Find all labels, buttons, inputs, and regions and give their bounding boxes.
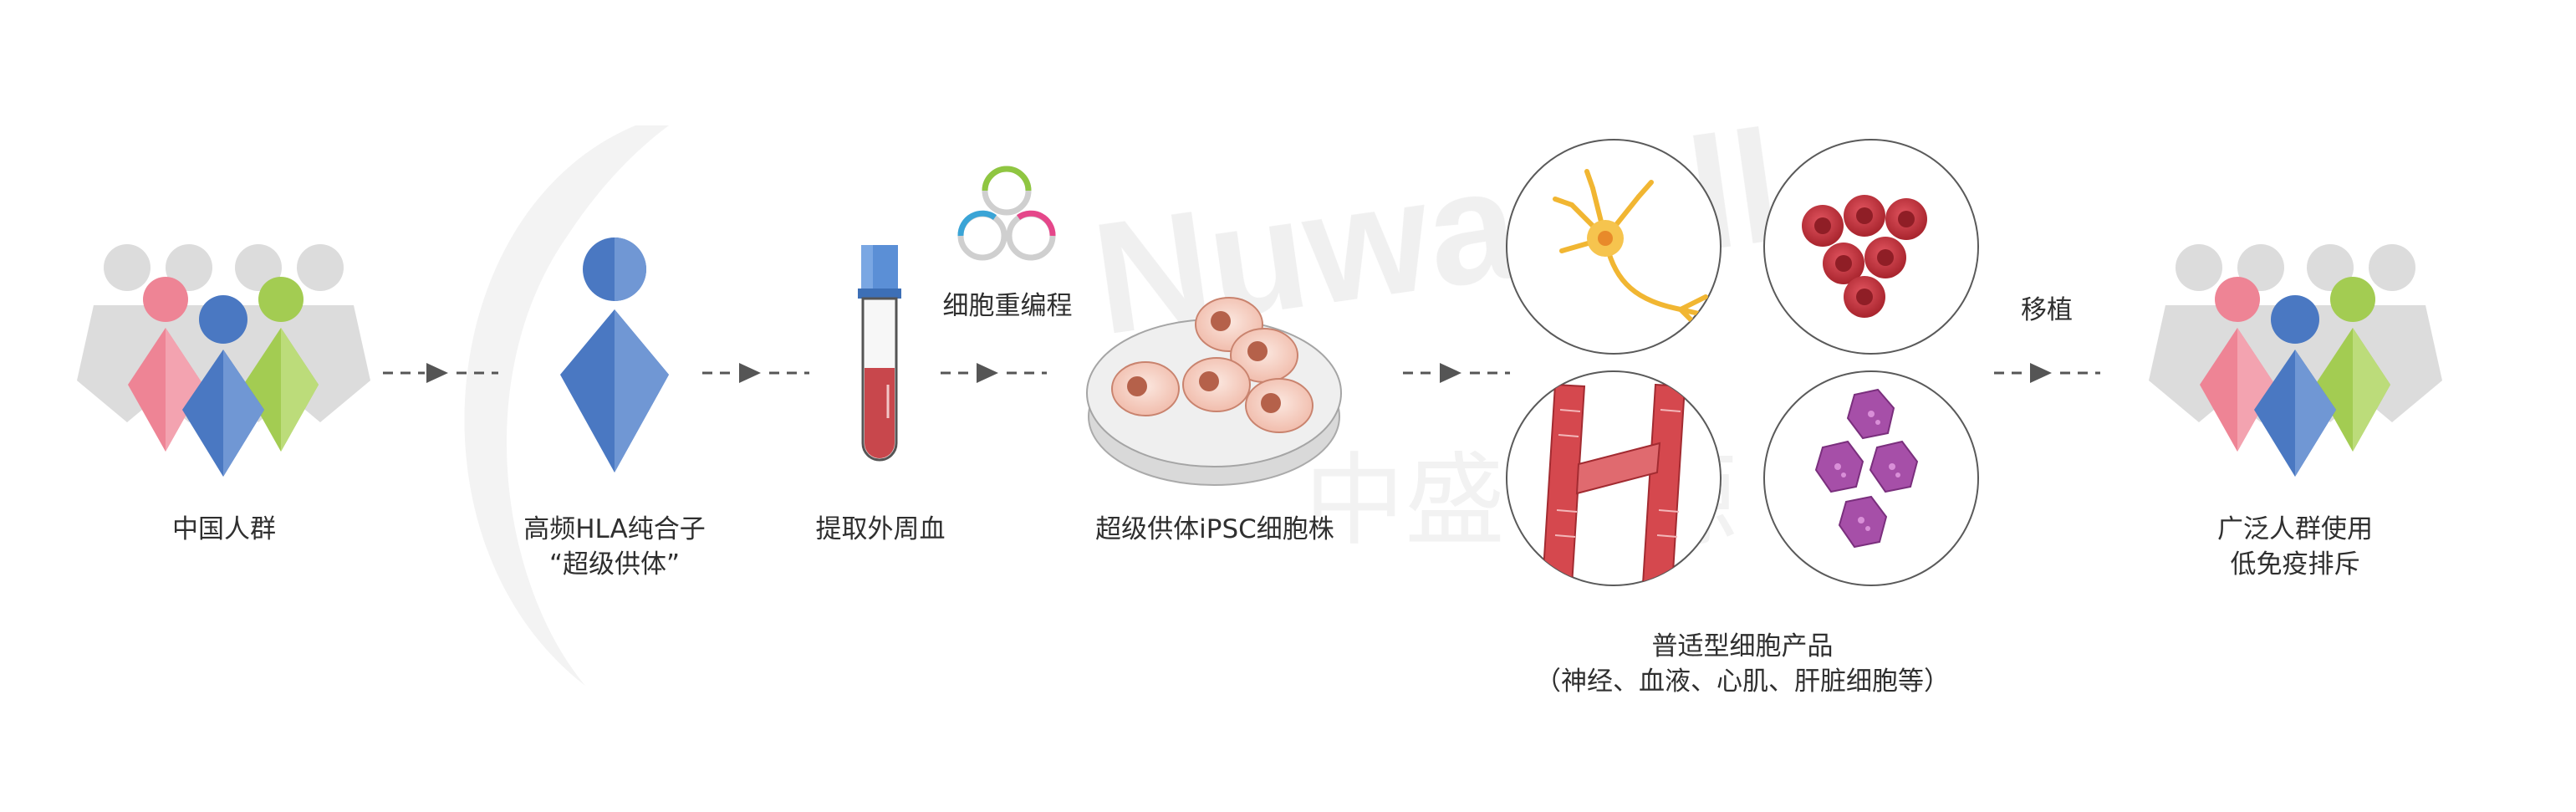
single-person-icon <box>560 237 669 472</box>
label-population-text: 中国人群 <box>172 514 276 544</box>
label-donor-line2: “超级供体” <box>548 549 681 580</box>
blood-tube-icon <box>858 245 901 462</box>
people-group-icon <box>77 244 370 477</box>
arrow-2 <box>702 363 809 383</box>
label-patients-line2: 低免疫排斥 <box>2230 549 2360 580</box>
blood-vessel-icon <box>1541 383 1686 585</box>
label-reprogram: 细胞重编程 <box>943 289 1073 324</box>
arrow-1 <box>383 363 498 383</box>
label-transplant: 移植 <box>2021 293 2073 328</box>
petri-dish-icon <box>1086 297 1342 486</box>
liver-cells-icon <box>1814 388 1919 549</box>
ipsc-cells <box>1111 297 1314 433</box>
arrow-4 <box>1403 363 1510 383</box>
label-population: 中国人群 <box>172 512 276 547</box>
label-donor: 高频HLA纯合子 “超级供体” <box>523 512 706 582</box>
label-patients-line1: 广泛人群使用 <box>2217 514 2373 544</box>
label-blood-text: 提取外周血 <box>815 514 946 544</box>
arrow-5 <box>1994 363 2100 383</box>
cell-products-group <box>1506 139 1979 586</box>
neuron-icon <box>1553 169 1712 333</box>
label-products: 普适型细胞产品 （神经、血液、心肌、肝脏细胞等） <box>1535 629 1950 699</box>
plasmid-rings-icon <box>957 166 1056 261</box>
watermark-swoosh <box>464 125 669 686</box>
label-donor-line1: 高频HLA纯合子 <box>523 514 706 544</box>
label-products-line2: （神经、血液、心肌、肝脏细胞等） <box>1535 666 1950 697</box>
label-patients: 广泛人群使用 低免疫排斥 <box>2217 512 2373 582</box>
label-ipsc-text: 超级供体iPSC细胞株 <box>1095 514 1334 544</box>
red-blood-cells-icon <box>1802 195 1927 318</box>
label-transplant-text: 移植 <box>2021 295 2073 325</box>
arrow-3 <box>941 363 1047 383</box>
label-ipsc: 超级供体iPSC细胞株 <box>1095 512 1334 547</box>
liver-circle <box>1763 370 1979 586</box>
people-group-icon-recipients <box>2149 244 2442 477</box>
label-blood: 提取外周血 <box>816 512 946 547</box>
label-products-line1: 普适型细胞产品 <box>1651 631 1834 661</box>
label-reprogram-text: 细胞重编程 <box>942 291 1073 321</box>
